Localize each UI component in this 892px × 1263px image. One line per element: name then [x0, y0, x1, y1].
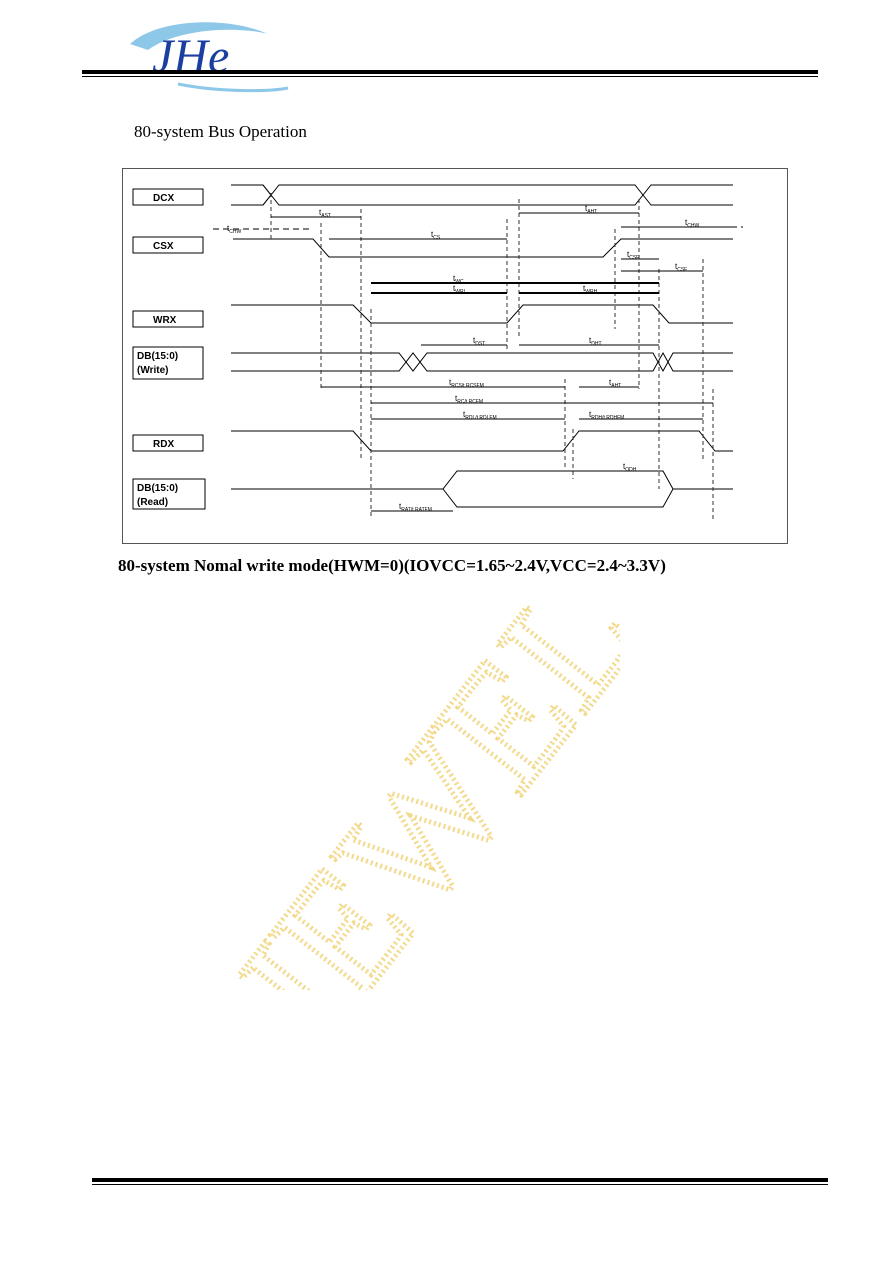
header-rule-thin — [82, 76, 818, 77]
signal-rdx: RDX — [153, 439, 174, 450]
timing-label: tRC/t RCFM — [455, 394, 483, 405]
signal-labels: DCX CSX WRX DB(15:0) (Write) RDX DB(15:0… — [132, 188, 206, 510]
timing-label: tRAT/t RATFM — [399, 502, 432, 513]
signal-db-read: DB(15:0) — [137, 483, 178, 494]
timing-label: tCSF — [627, 250, 639, 261]
signal-csx: CSX — [153, 241, 174, 252]
signal-dcx: DCX — [153, 193, 174, 204]
footer-rule — [92, 1178, 828, 1182]
timing-diagram: DCX CSX WRX DB(15:0) (Write) RDX DB(15:0… — [122, 168, 788, 544]
signal-db-read-mode: (Read) — [137, 497, 168, 508]
timing-label: tDST — [473, 336, 485, 347]
signal-db-write: DB(15:0) — [137, 351, 178, 362]
figure-caption: 80-system Nomal write mode(HWM=0)(IOVCC=… — [118, 556, 666, 575]
watermark: JEWEL — [193, 590, 620, 990]
timing-label: tCHW — [685, 218, 699, 229]
header-rule — [82, 70, 818, 74]
timing-label: tODH — [623, 462, 637, 473]
timing-diagram-svg: DCX CSX WRX DB(15:0) (Write) RDX DB(15:0… — [132, 184, 743, 519]
timing-label: tAHT — [609, 378, 621, 389]
timing-label: tCHW — [227, 224, 241, 235]
timing-label: tCSF — [675, 262, 687, 273]
company-logo: JHe — [130, 22, 289, 93]
timing-label: tWRH — [583, 284, 598, 295]
timing-label: tWRL — [453, 284, 467, 295]
signal-db-write-mode: (Write) — [137, 365, 168, 376]
timing-label: tCS — [431, 230, 441, 241]
timing-label: tRCS/t RCSFM — [449, 378, 484, 389]
timing-label: tRDL/t RDLFM — [463, 410, 497, 421]
timing-label: tAHT — [585, 204, 597, 215]
watermark-text: JEWEL — [196, 590, 620, 990]
signal-wrx: WRX — [153, 315, 177, 326]
logo-text: JHe — [152, 30, 229, 83]
footer-rule-thin — [92, 1184, 828, 1185]
timing-labels: tCHW tAST tAHT tCHW tCS tCSF tCSF tWC tW… — [227, 204, 699, 513]
timing-label: tAST — [319, 208, 331, 219]
section-heading: 80-system Bus Operation — [134, 122, 307, 141]
timing-label: tWC — [453, 274, 464, 285]
timing-label: tRDH/t RDHFM — [589, 410, 624, 421]
timing-label: tDHT — [589, 336, 602, 347]
